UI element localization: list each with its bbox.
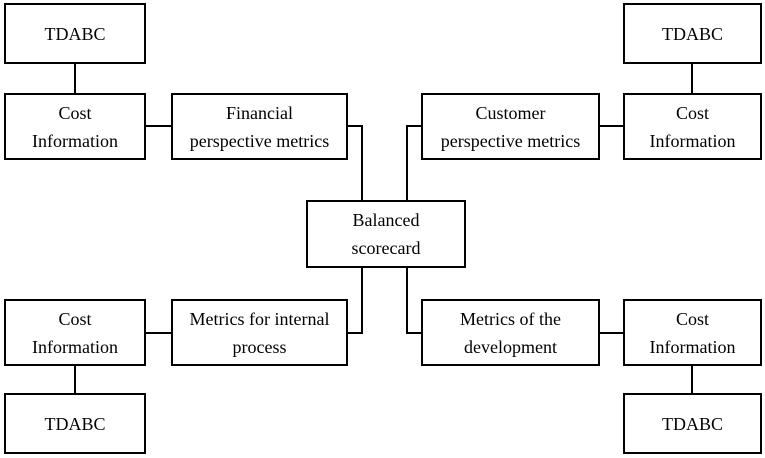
internal-process-metrics-box: Metrics for internal process <box>171 299 348 366</box>
financial-perspective-metrics-box: Financial perspective metrics <box>171 93 348 160</box>
tdabc-box-top-left: TDABC <box>4 3 146 64</box>
tdabc-label: TDABC <box>44 413 106 434</box>
customer-perspective-metrics-box: Customer perspective metrics <box>421 93 600 160</box>
cost-label-line1: Cost <box>675 102 709 123</box>
metric-label-line2: process <box>232 336 287 357</box>
metric-label-line1: Financial <box>226 102 293 123</box>
cost-label-line1: Cost <box>675 308 709 329</box>
tdabc-box-bottom-left: TDABC <box>4 393 146 454</box>
tdabc-label: TDABC <box>661 413 723 434</box>
cost-label-line1: Cost <box>58 308 92 329</box>
center-label-line2: scorecard <box>351 238 421 258</box>
metric-label-line2: development <box>464 336 557 357</box>
cost-label-line2: Information <box>32 336 118 357</box>
development-metrics-box: Metrics of the development <box>421 299 600 366</box>
metric-label-line1: Customer <box>475 102 546 123</box>
cost-label-line2: Information <box>649 130 736 151</box>
tdabc-label: TDABC <box>661 23 723 44</box>
tdabc-box-top-right: TDABC <box>623 3 762 64</box>
connector-center-internal <box>348 268 363 334</box>
metric-label-line2: perspective metrics <box>189 130 330 151</box>
cost-information-box-top-right: Cost Information <box>623 93 762 160</box>
cost-label-line2: Information <box>32 130 118 151</box>
connector-financial-center <box>348 125 363 200</box>
center-label-line1: Balanced <box>352 210 420 230</box>
cost-information-box-top-left: Cost Information <box>4 93 146 160</box>
cost-information-box-bottom-right: Cost Information <box>623 299 762 366</box>
metric-label-line2: perspective metrics <box>440 130 581 151</box>
connector-center-development <box>406 268 421 334</box>
cost-label-line1: Cost <box>58 102 92 123</box>
metric-label-line1: Metrics of the <box>460 308 561 329</box>
tdabc-label: TDABC <box>44 23 106 44</box>
tdabc-box-bottom-right: TDABC <box>623 393 762 454</box>
metric-label-line1: Metrics for internal <box>189 308 330 329</box>
cost-label-line2: Information <box>649 336 736 357</box>
connector-customer-center <box>406 125 421 200</box>
balanced-scorecard-box: Balanced scorecard <box>306 200 466 268</box>
cost-information-box-bottom-left: Cost Information <box>4 299 146 366</box>
